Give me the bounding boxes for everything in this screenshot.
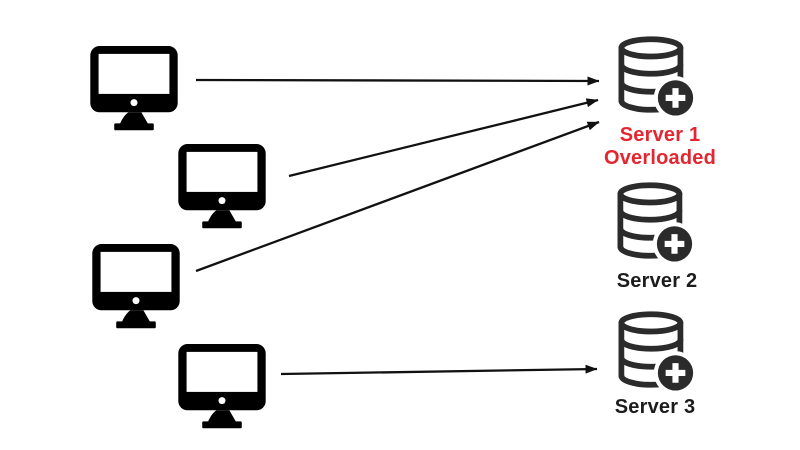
server1-name: Server 1: [619, 124, 701, 146]
server2-label: Server 2: [582, 270, 732, 293]
arrow-client3-to-server1: [195, 120, 600, 273]
arrow-client1-to-server1: [195, 76, 600, 86]
database-add-icon: [614, 309, 696, 395]
server1-label: Server 1 Overloaded: [585, 124, 735, 170]
desktop-computer-icon: [176, 340, 268, 430]
server2-name: Server 2: [616, 270, 698, 292]
desktop-computer-icon: [176, 140, 268, 230]
arrow-client2-to-server1: [288, 98, 599, 178]
server3-name: Server 3: [614, 396, 696, 418]
arrow-client4-to-server3: [280, 364, 598, 376]
desktop-computer-icon: [88, 42, 180, 132]
server3-label: Server 3: [580, 396, 730, 419]
desktop-computer-icon: [90, 240, 182, 330]
database-add-icon: [613, 180, 695, 266]
server1-status: Overloaded: [603, 147, 717, 169]
database-add-icon: [614, 34, 696, 120]
